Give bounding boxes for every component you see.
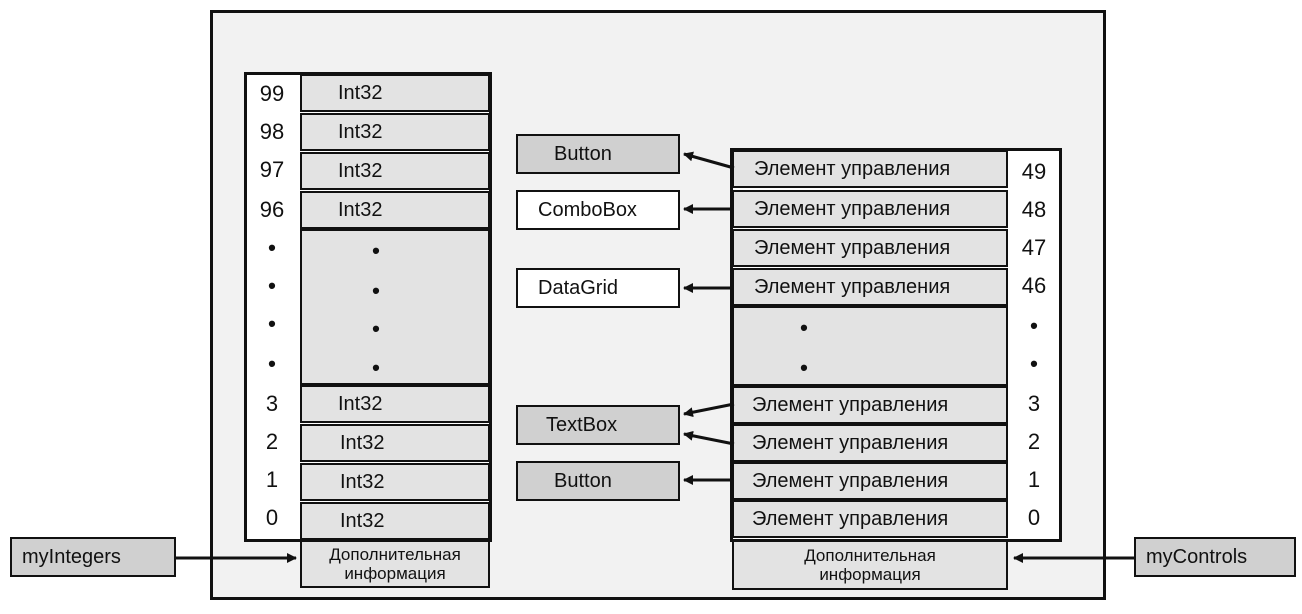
int32-label: Int32	[338, 159, 383, 182]
right-extra-info: Дополнительная информация	[732, 540, 1008, 590]
control-ref-label: Элемент управления	[754, 197, 951, 220]
left-gap-dot: •	[372, 316, 380, 341]
left-gap-dot: •	[372, 278, 380, 303]
right-array-cell: Элемент управления	[732, 424, 1008, 462]
control-ref-label: Элемент управления	[754, 157, 951, 180]
int32-label: Int32	[338, 120, 383, 143]
left-gap-dot: •	[372, 238, 380, 263]
left-extra-info: Дополнительная информация	[300, 540, 490, 588]
right-index-dot: •	[1030, 351, 1038, 376]
left-index-dot: •	[268, 273, 276, 298]
int32-label: Int32	[338, 198, 383, 221]
left-index-dot: •	[268, 311, 276, 336]
right-index: 3	[1027, 391, 1041, 416]
right-array-cell: Элемент управления	[732, 268, 1008, 306]
int32-label: Int32	[338, 392, 383, 415]
control-ref-label: Элемент управления	[752, 393, 949, 416]
int32-label: Int32	[340, 509, 385, 532]
extra-info-line: информация	[819, 565, 921, 584]
right-index: 47	[1021, 235, 1047, 260]
right-index: 48	[1021, 197, 1047, 222]
int32-label: Int32	[340, 431, 385, 454]
right-index-dot: •	[1030, 313, 1038, 338]
left-array-cell: Int32	[300, 463, 490, 501]
control-ref-label: Элемент управления	[754, 236, 951, 259]
right-gap-dot: •	[800, 315, 808, 340]
control-ref-label: Элемент управления	[752, 507, 949, 530]
left-array-cell: Int32	[300, 424, 490, 462]
control-ref-label: Элемент управления	[752, 469, 949, 492]
right-array-cell: Элемент управления	[732, 190, 1008, 228]
left-array-cell: Int32	[300, 152, 490, 190]
right-index: 0	[1027, 505, 1041, 530]
variable-label: myControls	[1146, 545, 1248, 568]
object-combobox: ComboBox	[516, 190, 680, 230]
variable-label: myIntegers	[22, 545, 121, 568]
left-index-dot: •	[268, 235, 276, 260]
left-index: 97	[259, 157, 285, 182]
left-index: 96	[259, 197, 285, 222]
right-gap-dot: •	[800, 355, 808, 380]
control-ref-label: Элемент управления	[752, 431, 949, 454]
right-array-cell: Элемент управления	[732, 229, 1008, 267]
right-index: 49	[1021, 159, 1047, 184]
right-index: 46	[1021, 273, 1047, 298]
left-index: 99	[259, 81, 285, 106]
extra-info-line: Дополнительная	[804, 546, 936, 565]
right-array-cell: Элемент управления	[732, 500, 1008, 538]
right-array-cell: Элемент управления	[732, 150, 1008, 188]
left-index-dot: •	[268, 351, 276, 376]
left-gap-dot: •	[372, 355, 380, 380]
left-array-cell: Int32	[300, 74, 490, 112]
arrow-to-button	[683, 151, 735, 170]
left-array-gap	[300, 229, 490, 385]
control-ref-label: Элемент управления	[754, 275, 951, 298]
extra-info-line: Дополнительная	[329, 545, 461, 564]
extra-info-line: информация	[344, 564, 446, 583]
object-label: TextBox	[546, 413, 618, 436]
object-button: Button	[516, 134, 680, 174]
left-index: 1	[265, 467, 279, 492]
left-array-cell: Int32	[300, 385, 490, 423]
int32-label: Int32	[338, 81, 383, 104]
left-index: 3	[265, 391, 279, 416]
variable-mycontrols: myControls	[1134, 537, 1296, 577]
left-index: 98	[259, 119, 285, 144]
left-array-cell: Int32	[300, 191, 490, 229]
left-array-cell: Int32	[300, 113, 490, 151]
left-array-cell: Int32	[300, 502, 490, 540]
int32-label: Int32	[340, 470, 385, 493]
object-label: Button	[554, 142, 612, 165]
object-label: Button	[554, 469, 612, 492]
left-index: 2	[265, 429, 279, 454]
object-label: ComboBox	[538, 198, 637, 221]
arrow-to-textbox	[683, 430, 735, 446]
right-array-cell: Элемент управления	[732, 462, 1008, 500]
variable-myintegers: myIntegers	[10, 537, 176, 577]
object-button: Button	[516, 461, 680, 501]
object-label: DataGrid	[538, 276, 619, 299]
left-index: 0	[265, 505, 279, 530]
object-textbox: TextBox	[516, 405, 680, 445]
right-index: 2	[1027, 429, 1041, 454]
object-datagrid: DataGrid	[516, 268, 680, 308]
right-array-cell: Элемент управления	[732, 386, 1008, 424]
arrow-to-textbox	[683, 402, 735, 418]
right-array-gap	[732, 306, 1008, 386]
right-index: 1	[1027, 467, 1041, 492]
